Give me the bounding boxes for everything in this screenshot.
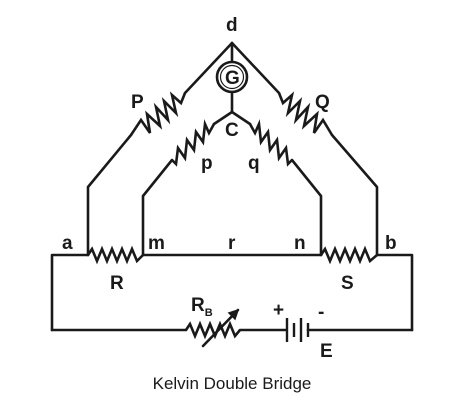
wire-P-to-d: [183, 41, 234, 95]
resistor-Q: [277, 91, 334, 136]
wire-c-to-p: [212, 110, 234, 126]
node-label-n: n: [294, 233, 306, 254]
resistor-q: [248, 119, 293, 167]
galvanometer-inner-ring: [219, 64, 245, 90]
resistor-R: [86, 245, 144, 265]
resistor-P: [129, 91, 187, 136]
wire-q-to-n: [290, 158, 323, 257]
node-label-m: m: [148, 233, 165, 254]
node-label-r: r: [228, 233, 236, 254]
component-label-p: p: [201, 153, 213, 174]
wire-right-outer: [330, 133, 379, 257]
battery-minus-label: -: [318, 302, 324, 323]
component-label-RB: RB: [191, 295, 213, 319]
node-label-a: a: [62, 233, 73, 254]
wire-b-to-bottom-right: [375, 253, 414, 332]
rb-main-letter: R: [191, 295, 205, 316]
diagram-caption: Kelvin Double Bridge: [153, 374, 312, 393]
node-label-c: C: [225, 120, 239, 141]
wire-c-to-q: [230, 110, 252, 126]
resistor-RB: [184, 320, 241, 340]
node-label-d: d: [226, 15, 238, 36]
rb-subscript: B: [205, 307, 213, 319]
component-label-q: q: [248, 153, 260, 174]
resistor-S: [319, 245, 378, 265]
component-label-P: P: [131, 92, 144, 113]
galvanometer-label: G: [225, 68, 240, 89]
component-label-E: E: [320, 341, 333, 362]
node-label-b: b: [385, 233, 397, 254]
battery-plus-label: +: [273, 300, 284, 321]
component-label-Q: Q: [315, 92, 330, 113]
wire-bottom-left-to-a: [50, 253, 90, 332]
resistor-p: [171, 119, 216, 167]
component-label-R: R: [110, 273, 124, 294]
wire-left-outer: [86, 133, 133, 257]
wire-p-to-m: [141, 158, 174, 257]
rb-arrow-head: [227, 308, 240, 321]
component-label-S: S: [341, 273, 354, 294]
wire-d-to-Q: [230, 41, 281, 95]
